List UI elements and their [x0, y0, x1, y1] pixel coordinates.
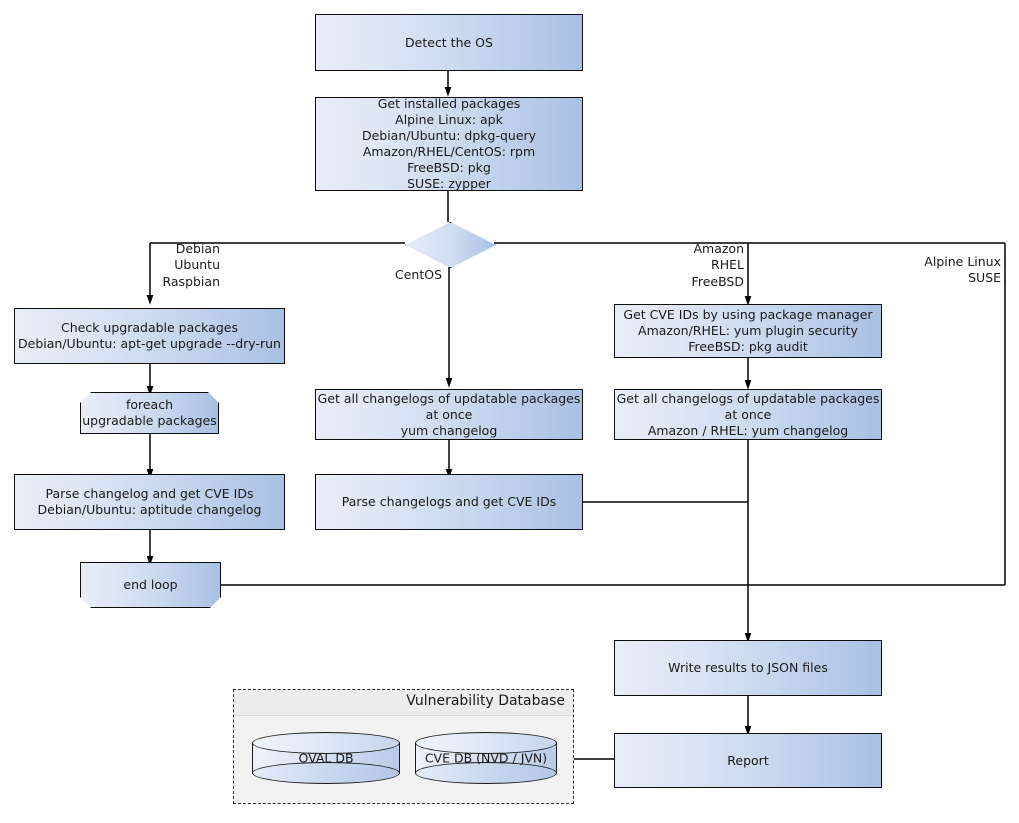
node-parse-changelogs-centos[interactable]: Parse changelogs and get CVE IDs	[315, 474, 583, 530]
node-changelogs-rhel-label: Get all changelogs of updatable packages…	[616, 390, 880, 438]
node-check-upgradable[interactable]: Check upgradable packages Debian/Ubuntu:…	[14, 308, 285, 364]
branch-label-amazon: Amazon RHEL FreeBSD	[691, 241, 744, 289]
node-detect-os-label: Detect the OS	[405, 34, 493, 50]
node-changelogs-centos-label: Get all changelogs of updatable packages…	[317, 390, 581, 438]
group-title-label: Vulnerability Database	[406, 693, 565, 709]
node-get-cve-ids-pkgmgr-label: Get CVE IDs by using package manager Ama…	[623, 307, 873, 354]
node-parse-changelog-debian[interactable]: Parse changelog and get CVE IDs Debian/U…	[14, 474, 285, 530]
decision-shape	[405, 222, 496, 268]
group-header	[234, 690, 573, 716]
cylinder-top	[252, 732, 400, 754]
node-write-results[interactable]: Write results to JSON files	[614, 640, 882, 696]
database-oval[interactable]: OVAL DB	[252, 732, 400, 784]
node-get-installed-packages[interactable]: Get installed packages Alpine Linux: apk…	[315, 96, 583, 191]
cylinder-top	[415, 732, 557, 754]
node-end-loop[interactable]: end loop	[80, 562, 221, 608]
database-oval-label: OVAL DB	[298, 750, 354, 766]
node-os-decision[interactable]	[405, 222, 496, 268]
node-end-loop-label: end loop	[123, 577, 178, 592]
cylinder-bottom	[415, 762, 557, 784]
branch-label-alpine: Alpine Linux SUSE	[924, 254, 1001, 286]
node-foreach-loop[interactable]: foreach upgradable packages	[80, 392, 219, 434]
node-changelogs-centos[interactable]: Get all changelogs of updatable packages…	[315, 389, 583, 440]
node-get-cve-ids-pkgmgr[interactable]: Get CVE IDs by using package manager Ama…	[614, 304, 882, 358]
branch-label-debian: Debian Ubuntu Raspbian	[162, 241, 220, 289]
cylinder-bottom	[252, 762, 400, 784]
database-cve[interactable]: CVE DB (NVD / JVN)	[415, 732, 557, 784]
node-report-label: Report	[727, 752, 769, 768]
node-get-installed-packages-label: Get installed packages Alpine Linux: apk…	[361, 96, 537, 191]
node-parse-changelog-debian-label: Parse changelog and get CVE IDs Debian/U…	[37, 486, 262, 517]
database-cve-label: CVE DB (NVD / JVN)	[424, 750, 548, 766]
node-foreach-loop-label: foreach upgradable packages	[82, 397, 217, 428]
node-write-results-label: Write results to JSON files	[668, 660, 828, 675]
node-report[interactable]: Report	[614, 733, 882, 788]
node-detect-os[interactable]: Detect the OS	[315, 14, 583, 71]
vulnerability-database-group: Vulnerability Database OVAL DB CVE DB (N…	[233, 689, 574, 804]
node-check-upgradable-label: Check upgradable packages Debian/Ubuntu:…	[18, 320, 281, 351]
branch-label-centos: CentOS	[394, 267, 442, 282]
node-parse-changelogs-centos-label: Parse changelogs and get CVE IDs	[341, 494, 557, 509]
node-changelogs-rhel[interactable]: Get all changelogs of updatable packages…	[614, 389, 882, 440]
